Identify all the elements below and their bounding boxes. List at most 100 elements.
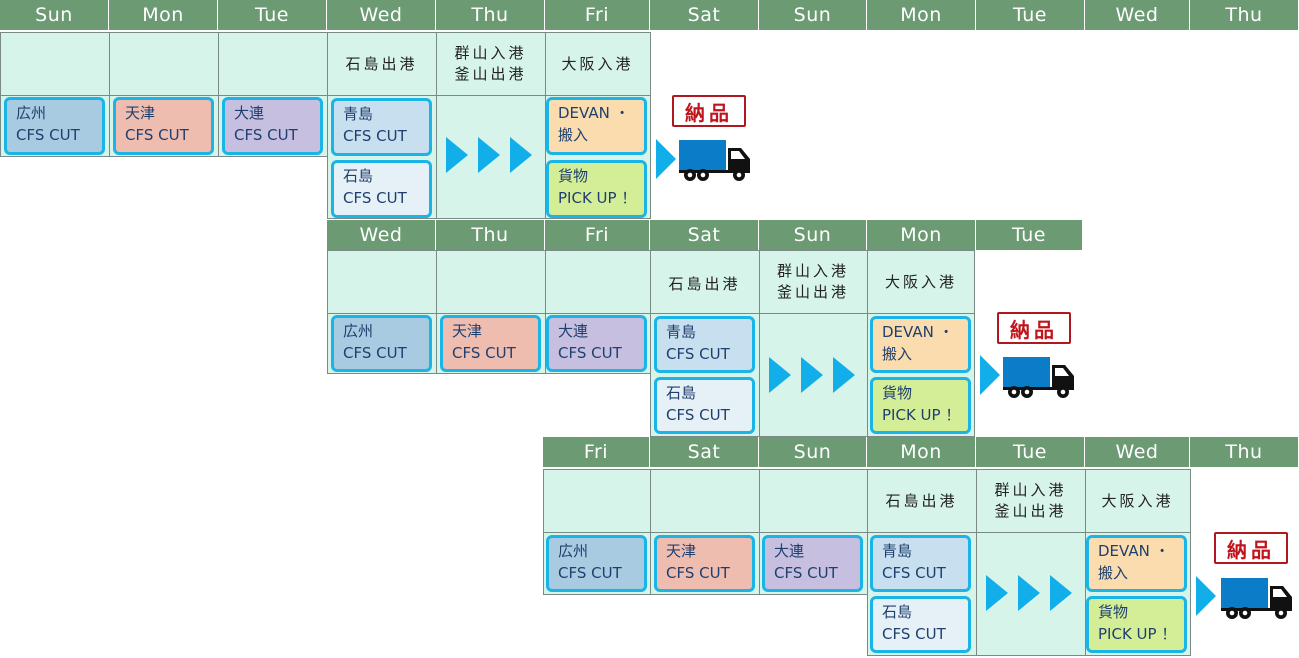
- port-label: 群山入港 釜山出港: [976, 469, 1085, 533]
- arrow-right-icon: [986, 575, 1072, 611]
- cargo-pickup-box: 貨物 PICK UP ！: [1086, 596, 1187, 653]
- cfs-cut-label: CFS CUT: [558, 344, 622, 362]
- day-header: Fri: [543, 437, 650, 467]
- port-label: 大阪入港: [884, 272, 957, 291]
- day-header: Tue: [976, 0, 1085, 30]
- cargo-pickup-box: 貨物 PICK UP ！: [870, 377, 971, 434]
- city-label: 広州: [16, 104, 47, 122]
- day-header: Fri: [545, 220, 650, 250]
- city-label: 天津: [666, 542, 697, 560]
- day-header: Thu: [436, 220, 545, 250]
- cfs-cut-label: CFS CUT: [666, 345, 730, 363]
- grid-cell: [543, 469, 651, 533]
- cfs-cut-label: CFS CUT: [882, 564, 946, 582]
- delivery-badge: 納品: [997, 312, 1071, 344]
- grid-cell: [436, 250, 546, 314]
- devan-delivery-box: DEVAN ・ 搬入: [870, 316, 971, 373]
- city-label: 石島: [666, 384, 697, 402]
- day-header: Fri: [545, 0, 650, 30]
- city-label: 青島: [666, 323, 697, 341]
- devan-label: DEVAN ・: [882, 323, 954, 341]
- arrow-right-icon: [1196, 576, 1216, 616]
- cfs-cut-label: CFS CUT: [343, 189, 407, 207]
- pickup-label: PICK UP ！: [1098, 625, 1177, 643]
- delivery-badge: 納品: [1214, 532, 1288, 564]
- city-label: 大連: [558, 322, 589, 340]
- city-label: 広州: [558, 542, 589, 560]
- cfs-cut-guangzhou: 広州 CFS CUT: [546, 535, 647, 592]
- cfs-cut-tianjin: 天津 CFS CUT: [113, 97, 214, 155]
- city-label: 大連: [234, 104, 265, 122]
- port-label-busan: 釜山出港: [776, 283, 849, 301]
- day-header: Thu: [1190, 437, 1299, 467]
- city-label: 広州: [343, 322, 374, 340]
- cfs-cut-dalian: 大連 CFS CUT: [222, 97, 323, 155]
- cfs-cut-ishijima: 石島 CFS CUT: [654, 377, 755, 434]
- day-header: Thu: [1190, 0, 1299, 30]
- devan-delivery-box: DEVAN ・ 搬入: [1086, 535, 1187, 592]
- grid-cell: [650, 469, 760, 533]
- grid-cell: [545, 32, 651, 96]
- grid-cell: [436, 32, 546, 96]
- day-header: Sat: [650, 437, 759, 467]
- day-header: Sun: [759, 220, 867, 250]
- grid-cell: [759, 469, 868, 533]
- day-header: Tue: [976, 220, 1083, 250]
- cfs-cut-label: CFS CUT: [234, 126, 298, 144]
- port-label: 大阪入港: [561, 54, 634, 73]
- day-header: Mon: [109, 0, 218, 30]
- grid-cell: [545, 250, 651, 314]
- city-label: 天津: [125, 104, 156, 122]
- grid-cell: [218, 32, 328, 96]
- cfs-cut-label: CFS CUT: [666, 406, 730, 424]
- city-label: 青島: [343, 105, 374, 123]
- cargo-label: 貨物: [558, 167, 589, 185]
- port-label-gunsan: 群山入港: [454, 44, 527, 62]
- devan-label: DEVAN ・: [1098, 542, 1170, 560]
- pickup-label: PICK UP ！: [882, 406, 961, 424]
- pickup-label: PICK UP ！: [558, 189, 637, 207]
- truck-icon: [679, 140, 750, 181]
- arrow-right-icon: [446, 137, 532, 173]
- day-header: Tue: [218, 0, 327, 30]
- day-header: Tue: [976, 437, 1085, 467]
- cfs-cut-label: CFS CUT: [558, 564, 622, 582]
- port-label-gunsan: 群山入港: [776, 262, 849, 280]
- port-label: 石島出港: [668, 274, 741, 293]
- grid-cell: [327, 250, 437, 314]
- port-label: 大阪入港: [1101, 491, 1174, 510]
- day-header: Sat: [650, 0, 759, 30]
- port-label-busan: 釜山出港: [454, 65, 527, 83]
- cfs-cut-dalian: 大連 CFS CUT: [546, 315, 647, 372]
- day-header: Sat: [650, 220, 759, 250]
- truck-icon: [1221, 578, 1292, 619]
- cfs-cut-dalian: 大連 CFS CUT: [762, 535, 863, 592]
- grid-cell: [0, 32, 110, 96]
- cfs-cut-qingdao: 青島 CFS CUT: [654, 316, 755, 373]
- day-header: Wed: [1085, 437, 1190, 467]
- port-label: 石島出港: [885, 491, 958, 510]
- cfs-cut-guangzhou: 広州 CFS CUT: [4, 97, 105, 155]
- day-header: Sun: [759, 0, 867, 30]
- port-label-busan: 釜山出港: [994, 502, 1067, 520]
- day-header: Mon: [867, 220, 976, 250]
- cfs-cut-label: CFS CUT: [774, 564, 838, 582]
- cargo-label: 貨物: [882, 384, 913, 402]
- cfs-cut-label: CFS CUT: [343, 127, 407, 145]
- day-header: Sun: [759, 437, 867, 467]
- grid-cell: [109, 32, 219, 96]
- cfs-cut-label: CFS CUT: [666, 564, 730, 582]
- hanyu-label: 搬入: [558, 126, 589, 144]
- arrow-right-icon: [980, 355, 1000, 395]
- city-label: 大連: [774, 542, 805, 560]
- cfs-cut-label: CFS CUT: [452, 344, 516, 362]
- cfs-cut-qingdao: 青島 CFS CUT: [870, 535, 971, 592]
- day-header: Sun: [0, 0, 109, 30]
- day-header: Mon: [867, 437, 976, 467]
- cargo-pickup-box: 貨物 PICK UP ！: [546, 160, 647, 218]
- cfs-cut-label: CFS CUT: [882, 625, 946, 643]
- cfs-cut-ishijima: 石島 CFS CUT: [870, 596, 971, 653]
- grid-cell: [650, 250, 760, 314]
- port-label: 石島出港: [345, 54, 418, 73]
- grid-cell: [867, 250, 975, 314]
